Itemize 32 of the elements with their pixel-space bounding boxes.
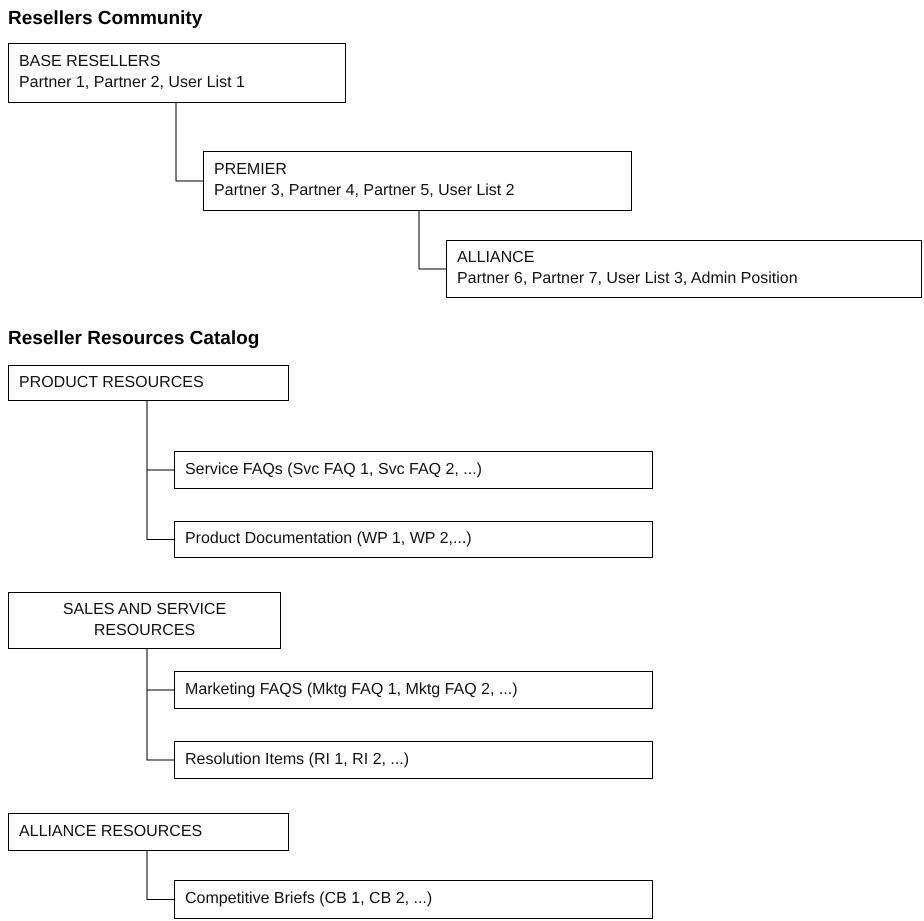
box-heading: Service FAQs (Svc FAQ 1, Svc FAQ 2, ...) xyxy=(185,460,482,480)
connector-line xyxy=(176,102,204,182)
box-heading: Marketing FAQS (Mktg FAQ 1, Mktg FAQ 2, ...) xyxy=(185,680,518,700)
connector-line xyxy=(146,850,174,900)
section-heading: Resellers Community xyxy=(8,8,202,30)
box-heading: Competitive Briefs (CB 1, CB 2, ...) xyxy=(185,889,432,910)
process-box xyxy=(174,521,653,558)
process-box xyxy=(174,880,653,919)
box-heading: PREMIER xyxy=(214,160,287,180)
process-box xyxy=(174,741,653,779)
process-box xyxy=(174,671,653,709)
box-text: Partner 3, Partner 4, Partner 5, User List 2 xyxy=(214,181,515,201)
box-text: Partner 1, Partner 2, User List 1 xyxy=(19,73,245,93)
box-text: Partner 6, Partner 7, User List 3, Admin Position xyxy=(457,269,798,289)
process-box xyxy=(8,43,346,103)
connector-line xyxy=(146,400,174,540)
box-heading: BASE RESELLERS xyxy=(19,52,160,72)
box-heading: Product Documentation (WP 1, WP 2,...) xyxy=(185,529,472,550)
process-box xyxy=(446,240,922,298)
process-box xyxy=(203,151,632,211)
process-box xyxy=(8,365,289,401)
box-heading: ALLIANCE xyxy=(457,248,534,268)
process-box xyxy=(8,813,289,851)
box-heading: SALES AND SERVICE RESOURCES xyxy=(62,600,228,640)
box-heading: ALLIANCE RESOURCES xyxy=(19,822,202,842)
box-heading: PRODUCT RESOURCES xyxy=(19,372,204,393)
box-heading: Resolution Items (RI 1, RI 2, ...) xyxy=(185,750,410,770)
connector-line xyxy=(418,210,446,270)
connector-line xyxy=(146,648,174,760)
process-box xyxy=(174,451,653,489)
process-box xyxy=(8,592,281,649)
section-heading: Reseller Resources Catalog xyxy=(8,328,260,350)
